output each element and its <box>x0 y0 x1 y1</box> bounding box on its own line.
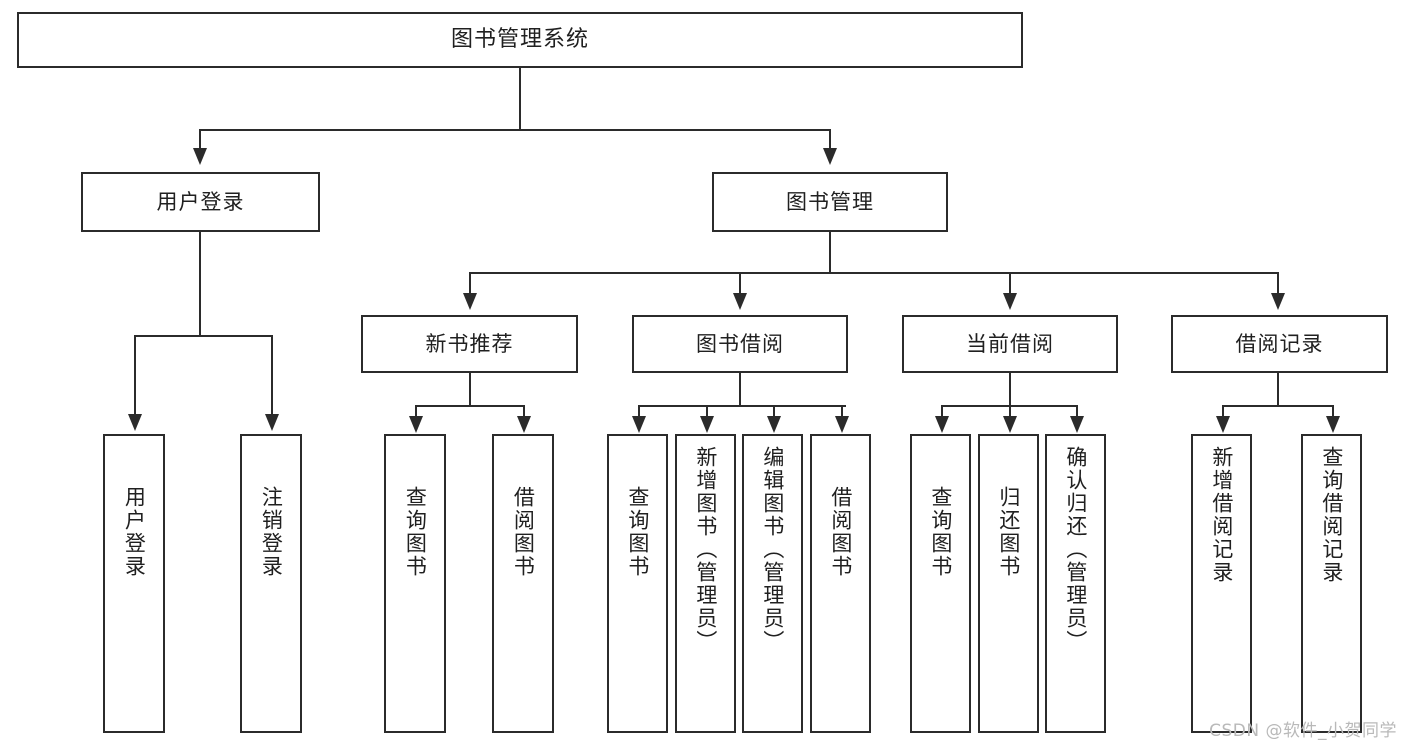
arrow-bookborrow-leaf-0 <box>632 416 646 433</box>
connector-newbook-leaf-0 <box>415 405 417 417</box>
leaf-current-borrow-query[interactable]: 查询图书 <box>910 434 971 733</box>
leaf-label: 新增借阅记录 <box>1209 446 1234 584</box>
connector-user-login-leaf-1 <box>271 335 273 415</box>
arrow-currentborrow-leaf-0 <box>935 416 949 433</box>
leaf-user-login-logout[interactable]: 注销登录 <box>240 434 302 733</box>
node-label: 图书管理 <box>786 189 874 214</box>
node-label: 新书推荐 <box>425 331 514 356</box>
leaf-user-login-login[interactable]: 用户登录 <box>103 434 165 733</box>
arrow-currentborrow-leaf-1 <box>1003 416 1017 433</box>
leaf-current-borrow-return[interactable]: 归还图书 <box>978 434 1039 733</box>
arrow-level2-0 <box>463 293 477 310</box>
connector-user-login-leaf-0 <box>134 335 136 415</box>
csdn-watermark: CSDN @软件_小贺同学 <box>1209 721 1397 741</box>
arrow-bookborrow-leaf-1 <box>700 416 714 433</box>
connector-bookborrow-leaf-2 <box>773 405 775 417</box>
arrow-root-to-book-mgmt <box>823 148 837 165</box>
arrow-newbook-leaf-0 <box>409 416 423 433</box>
connector-newbook-stem <box>469 373 471 406</box>
connector-root-stem <box>519 68 521 130</box>
arrow-borrowrecord-leaf-1 <box>1326 416 1340 433</box>
leaf-current-borrow-confirm-return[interactable]: 确认归还（管理员） <box>1045 434 1106 733</box>
leaf-label: 借阅图书 <box>828 486 853 578</box>
leaf-book-borrow-query[interactable]: 查询图书 <box>607 434 668 733</box>
leaf-borrow-record-add[interactable]: 新增借阅记录 <box>1191 434 1252 733</box>
node-book-borrow[interactable]: 图书借阅 <box>632 315 848 373</box>
leaf-label: 查询图书 <box>403 486 428 578</box>
connector-borrowrecord-stem <box>1277 373 1279 406</box>
arrow-bookborrow-leaf-3 <box>835 416 849 433</box>
arrow-bookborrow-leaf-2 <box>767 416 781 433</box>
node-borrow-record[interactable]: 借阅记录 <box>1171 315 1388 373</box>
node-label: 用户登录 <box>156 189 245 214</box>
leaf-label: 编辑图书（管理员） <box>760 446 785 653</box>
leaf-label: 归还图书 <box>996 486 1021 578</box>
connector-level2-drop-1 <box>739 272 741 294</box>
connector-root-to-book-mgmt <box>829 129 831 149</box>
leaf-label: 确认归还（管理员） <box>1063 446 1088 653</box>
node-current-borrow[interactable]: 当前借阅 <box>902 315 1118 373</box>
node-label: 借阅记录 <box>1235 331 1324 356</box>
connector-newbook-leaf-1 <box>523 405 525 417</box>
leaf-label: 查询借阅记录 <box>1319 446 1344 584</box>
leaf-label: 新增图书（管理员） <box>693 446 718 653</box>
arrow-level2-3 <box>1271 293 1285 310</box>
node-label: 图书借阅 <box>696 331 784 356</box>
connector-currentborrow-leaf-1 <box>1009 405 1011 417</box>
connector-bookborrow-bar <box>638 405 846 407</box>
connector-currentborrow-leaf-2 <box>1076 405 1078 417</box>
arrow-level2-2 <box>1003 293 1017 310</box>
leaf-label: 注销登录 <box>259 486 284 578</box>
leaf-label: 查询图书 <box>625 486 650 578</box>
connector-level2-bar <box>469 272 1279 274</box>
leaf-book-borrow-add[interactable]: 新增图书（管理员） <box>675 434 736 733</box>
connector-bookborrow-stem <box>739 373 741 406</box>
connector-level2-drop-0 <box>469 272 471 294</box>
connector-user-login-bar <box>134 335 272 337</box>
connector-level2-drop-2 <box>1009 272 1011 294</box>
arrow-root-to-user-login <box>193 148 207 165</box>
arrow-level2-1 <box>733 293 747 310</box>
leaf-label: 用户登录 <box>122 486 147 578</box>
node-new-book-recommend[interactable]: 新书推荐 <box>361 315 578 373</box>
connector-bookborrow-leaf-3 <box>841 405 843 417</box>
leaf-borrow-record-query[interactable]: 查询借阅记录 <box>1301 434 1362 733</box>
connector-level2-drop-3 <box>1277 272 1279 294</box>
connector-root-to-user-login <box>199 129 201 149</box>
arrow-user-login-leaf-0 <box>128 414 142 431</box>
connector-newbook-bar <box>415 405 525 407</box>
connector-book-mgmt-stem <box>829 232 831 273</box>
connector-root-bar <box>199 129 831 131</box>
leaf-new-book-borrow[interactable]: 借阅图书 <box>492 434 554 733</box>
connector-currentborrow-stem <box>1009 373 1011 406</box>
leaf-label: 查询图书 <box>928 486 953 578</box>
arrow-user-login-leaf-1 <box>265 414 279 431</box>
node-label: 图书管理系统 <box>450 27 589 53</box>
leaf-book-borrow-borrow[interactable]: 借阅图书 <box>810 434 871 733</box>
arrow-borrowrecord-leaf-0 <box>1216 416 1230 433</box>
connector-currentborrow-leaf-0 <box>941 405 943 417</box>
connector-borrowrecord-leaf-1 <box>1332 405 1334 417</box>
leaf-book-borrow-edit[interactable]: 编辑图书（管理员） <box>742 434 803 733</box>
node-book-management[interactable]: 图书管理 <box>712 172 948 232</box>
connector-user-login-stem <box>199 232 201 336</box>
node-label: 当前借阅 <box>966 331 1054 356</box>
connector-borrowrecord-leaf-0 <box>1222 405 1224 417</box>
node-root-system[interactable]: 图书管理系统 <box>17 12 1023 68</box>
arrow-currentborrow-leaf-2 <box>1070 416 1084 433</box>
leaf-label: 借阅图书 <box>511 486 536 578</box>
arrow-newbook-leaf-1 <box>517 416 531 433</box>
connector-borrowrecord-bar <box>1222 405 1334 407</box>
node-user-login[interactable]: 用户登录 <box>81 172 320 232</box>
connector-bookborrow-leaf-1 <box>706 405 708 417</box>
leaf-new-book-query[interactable]: 查询图书 <box>384 434 446 733</box>
connector-bookborrow-leaf-0 <box>638 405 640 417</box>
